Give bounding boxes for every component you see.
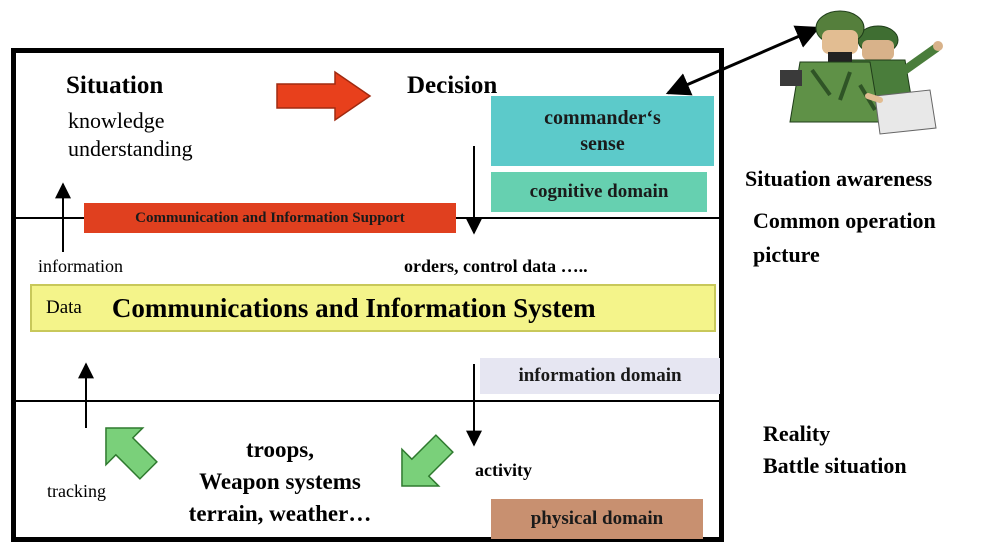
battle-situation-label: Battle situation — [763, 453, 907, 478]
physical-entities-line3: terrain, weather… — [188, 501, 372, 526]
activity-green-arrow — [401, 434, 454, 487]
decision-title: Decision — [407, 72, 498, 99]
cis-title: Communications and Information System — [111, 292, 596, 323]
commanders-sense-box: commander‘s sense — [491, 96, 714, 166]
communication-support-box: Communication and Information Support — [84, 203, 456, 233]
reality-label: Reality — [763, 421, 831, 446]
tracking-green-arrow — [105, 427, 158, 480]
red-flow-arrow — [276, 70, 372, 122]
information-label: information — [38, 256, 123, 276]
activity-label: activity — [475, 460, 532, 480]
common-operation-picture-label: picture — [753, 242, 820, 267]
cognitive-domain-box: cognitive domain — [491, 172, 707, 212]
cis-data-label: Data — [46, 297, 82, 318]
situation-understanding: understanding — [68, 136, 193, 161]
situation-title: Situation — [66, 72, 164, 99]
cis-bar: Data Communications and Information Syst… — [30, 284, 716, 332]
commanders-sense-line1: commander‘s — [544, 107, 661, 129]
soldiers-illustration-icon — [780, 10, 943, 135]
situation-knowledge: knowledge — [68, 108, 165, 133]
information-domain-box: information domain — [480, 358, 720, 394]
commanders-sense-line2: sense — [580, 133, 625, 155]
tracking-label: tracking — [47, 481, 106, 501]
physical-entities-text: troops, Weapon systems terrain, weather… — [160, 434, 400, 530]
physical-entities-line1: troops, — [246, 437, 314, 462]
orders-label: orders, control data ….. — [404, 256, 588, 276]
physical-domain-box: physical domain — [491, 499, 703, 539]
physical-boundary-line — [11, 400, 724, 402]
diagram-frame — [11, 48, 724, 542]
commander-soldier-double-arrow — [665, 25, 821, 96]
physical-entities-line2: Weapon systems — [199, 469, 361, 494]
common-operation-label: Common operation — [753, 208, 936, 233]
situation-awareness-label: Situation awareness — [745, 166, 933, 191]
